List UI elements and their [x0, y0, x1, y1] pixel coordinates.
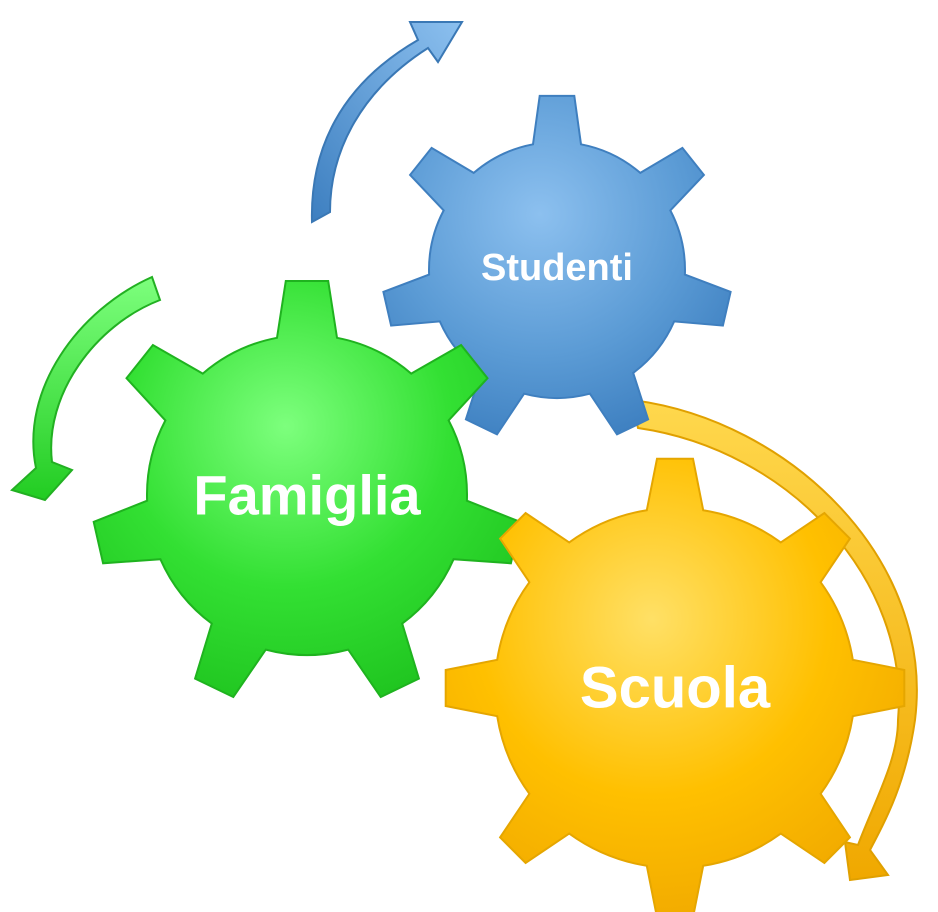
green-rotation-arrow — [10, 275, 162, 502]
blue-rotation-arrow — [310, 21, 464, 224]
gear-studenti-shape — [382, 94, 732, 436]
gear-scuola-label: Scuola — [580, 656, 771, 721]
gear-scuola: Scuola — [444, 457, 906, 912]
gear-famiglia: Famiglia — [92, 280, 522, 699]
gear-famiglia-shape — [92, 280, 522, 699]
gear-studenti-label: Studenti — [481, 247, 633, 289]
gear-famiglia-label: Famiglia — [193, 464, 421, 527]
gear-studenti: Studenti — [382, 94, 732, 436]
gear-scuola-shape — [444, 457, 906, 912]
